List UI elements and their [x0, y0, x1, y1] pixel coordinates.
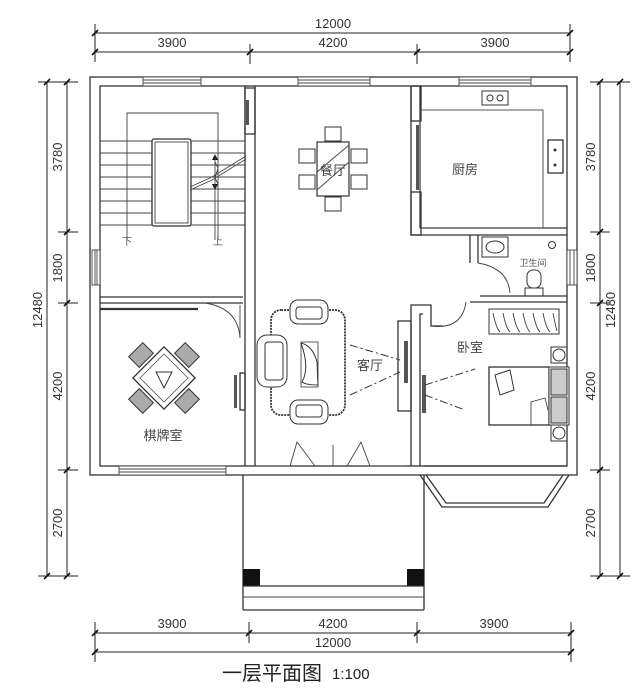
stair-down-label: 下 [122, 237, 132, 248]
right-dimension-2: 1800 [583, 254, 598, 283]
left-dimension-3: 4200 [50, 372, 65, 401]
bedroom [424, 308, 570, 442]
porch [243, 569, 424, 611]
dining-table-icon [298, 126, 368, 212]
bottom-total-dimension: 12000 [315, 635, 351, 650]
tv-wall-partition [397, 301, 467, 466]
left-dimension-2: 1800 [50, 254, 65, 283]
plan-scale: 1:100 [332, 666, 370, 683]
top-windows [142, 76, 532, 87]
top-total-dimension: 12000 [315, 16, 351, 31]
chess-room [100, 302, 241, 476]
dining-room-label: 餐厅 [320, 163, 346, 179]
interior-wall-left [234, 86, 256, 466]
chess-room-label: 棋牌室 [143, 428, 182, 444]
top-dimension-lines [91, 24, 574, 64]
right-dimension-3: 4200 [583, 372, 598, 401]
bathroom-label: 卫生间 [519, 257, 546, 269]
left-dimension-4: 2700 [50, 509, 65, 538]
column-right [407, 569, 424, 586]
top-dimension-right: 3900 [481, 35, 510, 50]
plan-title: 一层平面图 [222, 661, 322, 685]
kitchen-label: 厨房 [452, 162, 478, 178]
stairwell [91, 112, 247, 304]
right-dimension-1: 3780 [583, 143, 598, 172]
dining-area [298, 126, 368, 212]
bathroom [469, 235, 578, 303]
stair-up-label: 上 [213, 236, 223, 248]
kitchen [419, 90, 564, 229]
right-total-dimension: 12480 [603, 292, 618, 328]
left-dimension-lines [38, 78, 78, 580]
bedroom-label: 卧室 [457, 340, 483, 356]
bottom-dimension-lines [91, 622, 575, 662]
right-dimension-lines [590, 78, 630, 580]
bottom-dimension-right: 3900 [480, 616, 509, 631]
entrance-doors [242, 440, 425, 610]
left-dimension-1: 3780 [50, 143, 65, 172]
left-total-dimension: 12480 [30, 292, 45, 328]
interior-wall-right [410, 85, 567, 236]
living-room [256, 299, 401, 425]
mahjong-table-icon [127, 341, 201, 415]
bottom-dimension-middle: 4200 [319, 616, 348, 631]
stair-treads [100, 140, 245, 226]
top-dimension-left: 3900 [158, 35, 187, 50]
living-room-label: 客厅 [357, 358, 383, 374]
bottom-dimension-left: 3900 [158, 616, 187, 631]
right-dimension-4: 2700 [583, 509, 598, 538]
column-left [243, 569, 260, 586]
top-dimension-middle: 4200 [319, 35, 348, 50]
bay-window [419, 465, 570, 508]
